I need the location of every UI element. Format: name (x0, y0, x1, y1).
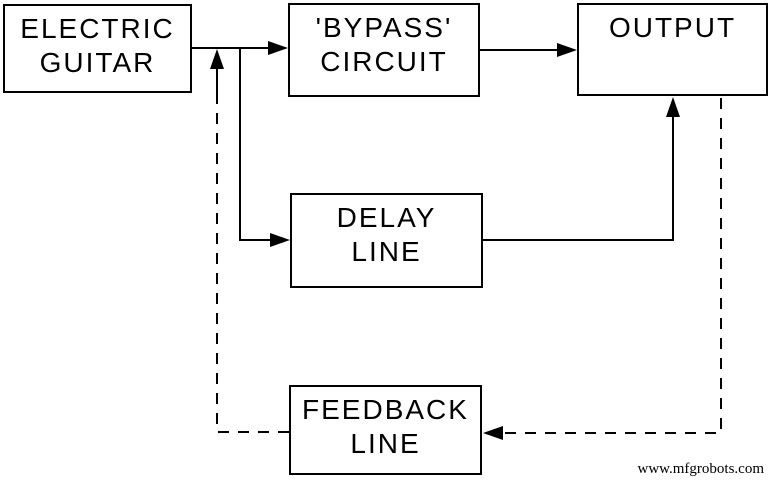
edge-output-to-feedback (505, 98, 722, 434)
edge-guitar-to-delay (239, 48, 272, 241)
node-output-label: OUTPUT (608, 12, 737, 43)
arrowhead-into-bypass-icon (268, 41, 288, 55)
node-delay-line-label-line2: LINE (351, 236, 422, 267)
arrowhead-into-feedback-icon (483, 426, 503, 440)
arrowhead-into-guitar-line-icon (210, 49, 224, 69)
node-electric-guitar-label-line2: GUITAR (39, 47, 156, 78)
node-bypass-circuit-label-line2: CIRCUIT (320, 46, 448, 77)
node-bypass-circuit: 'BYPASS' CIRCUIT (288, 3, 480, 97)
node-bypass-circuit-label-line1: 'BYPASS' (315, 12, 453, 43)
node-feedback-line: FEEDBACK LINE (289, 385, 482, 475)
node-delay-line-label-line1: DELAY (336, 202, 437, 233)
node-electric-guitar: ELECTRIC GUITAR (3, 4, 192, 93)
arrowhead-into-output-left-icon (557, 43, 577, 57)
node-output: OUTPUT (577, 3, 768, 96)
node-delay-line: DELAY LINE (290, 193, 483, 288)
arrowhead-into-delay-icon (270, 233, 290, 247)
node-feedback-line-label-line2: LINE (350, 428, 421, 459)
watermark-text: www.mfgrobots.com (637, 461, 764, 477)
node-feedback-line-label-line1: FEEDBACK (302, 394, 469, 425)
edge-feedback-to-guitar-line (216, 103, 289, 433)
edge-delay-to-output (483, 115, 674, 241)
node-electric-guitar-label-line1: ELECTRIC (20, 13, 175, 44)
arrowhead-into-output-bottom-icon (666, 97, 680, 117)
